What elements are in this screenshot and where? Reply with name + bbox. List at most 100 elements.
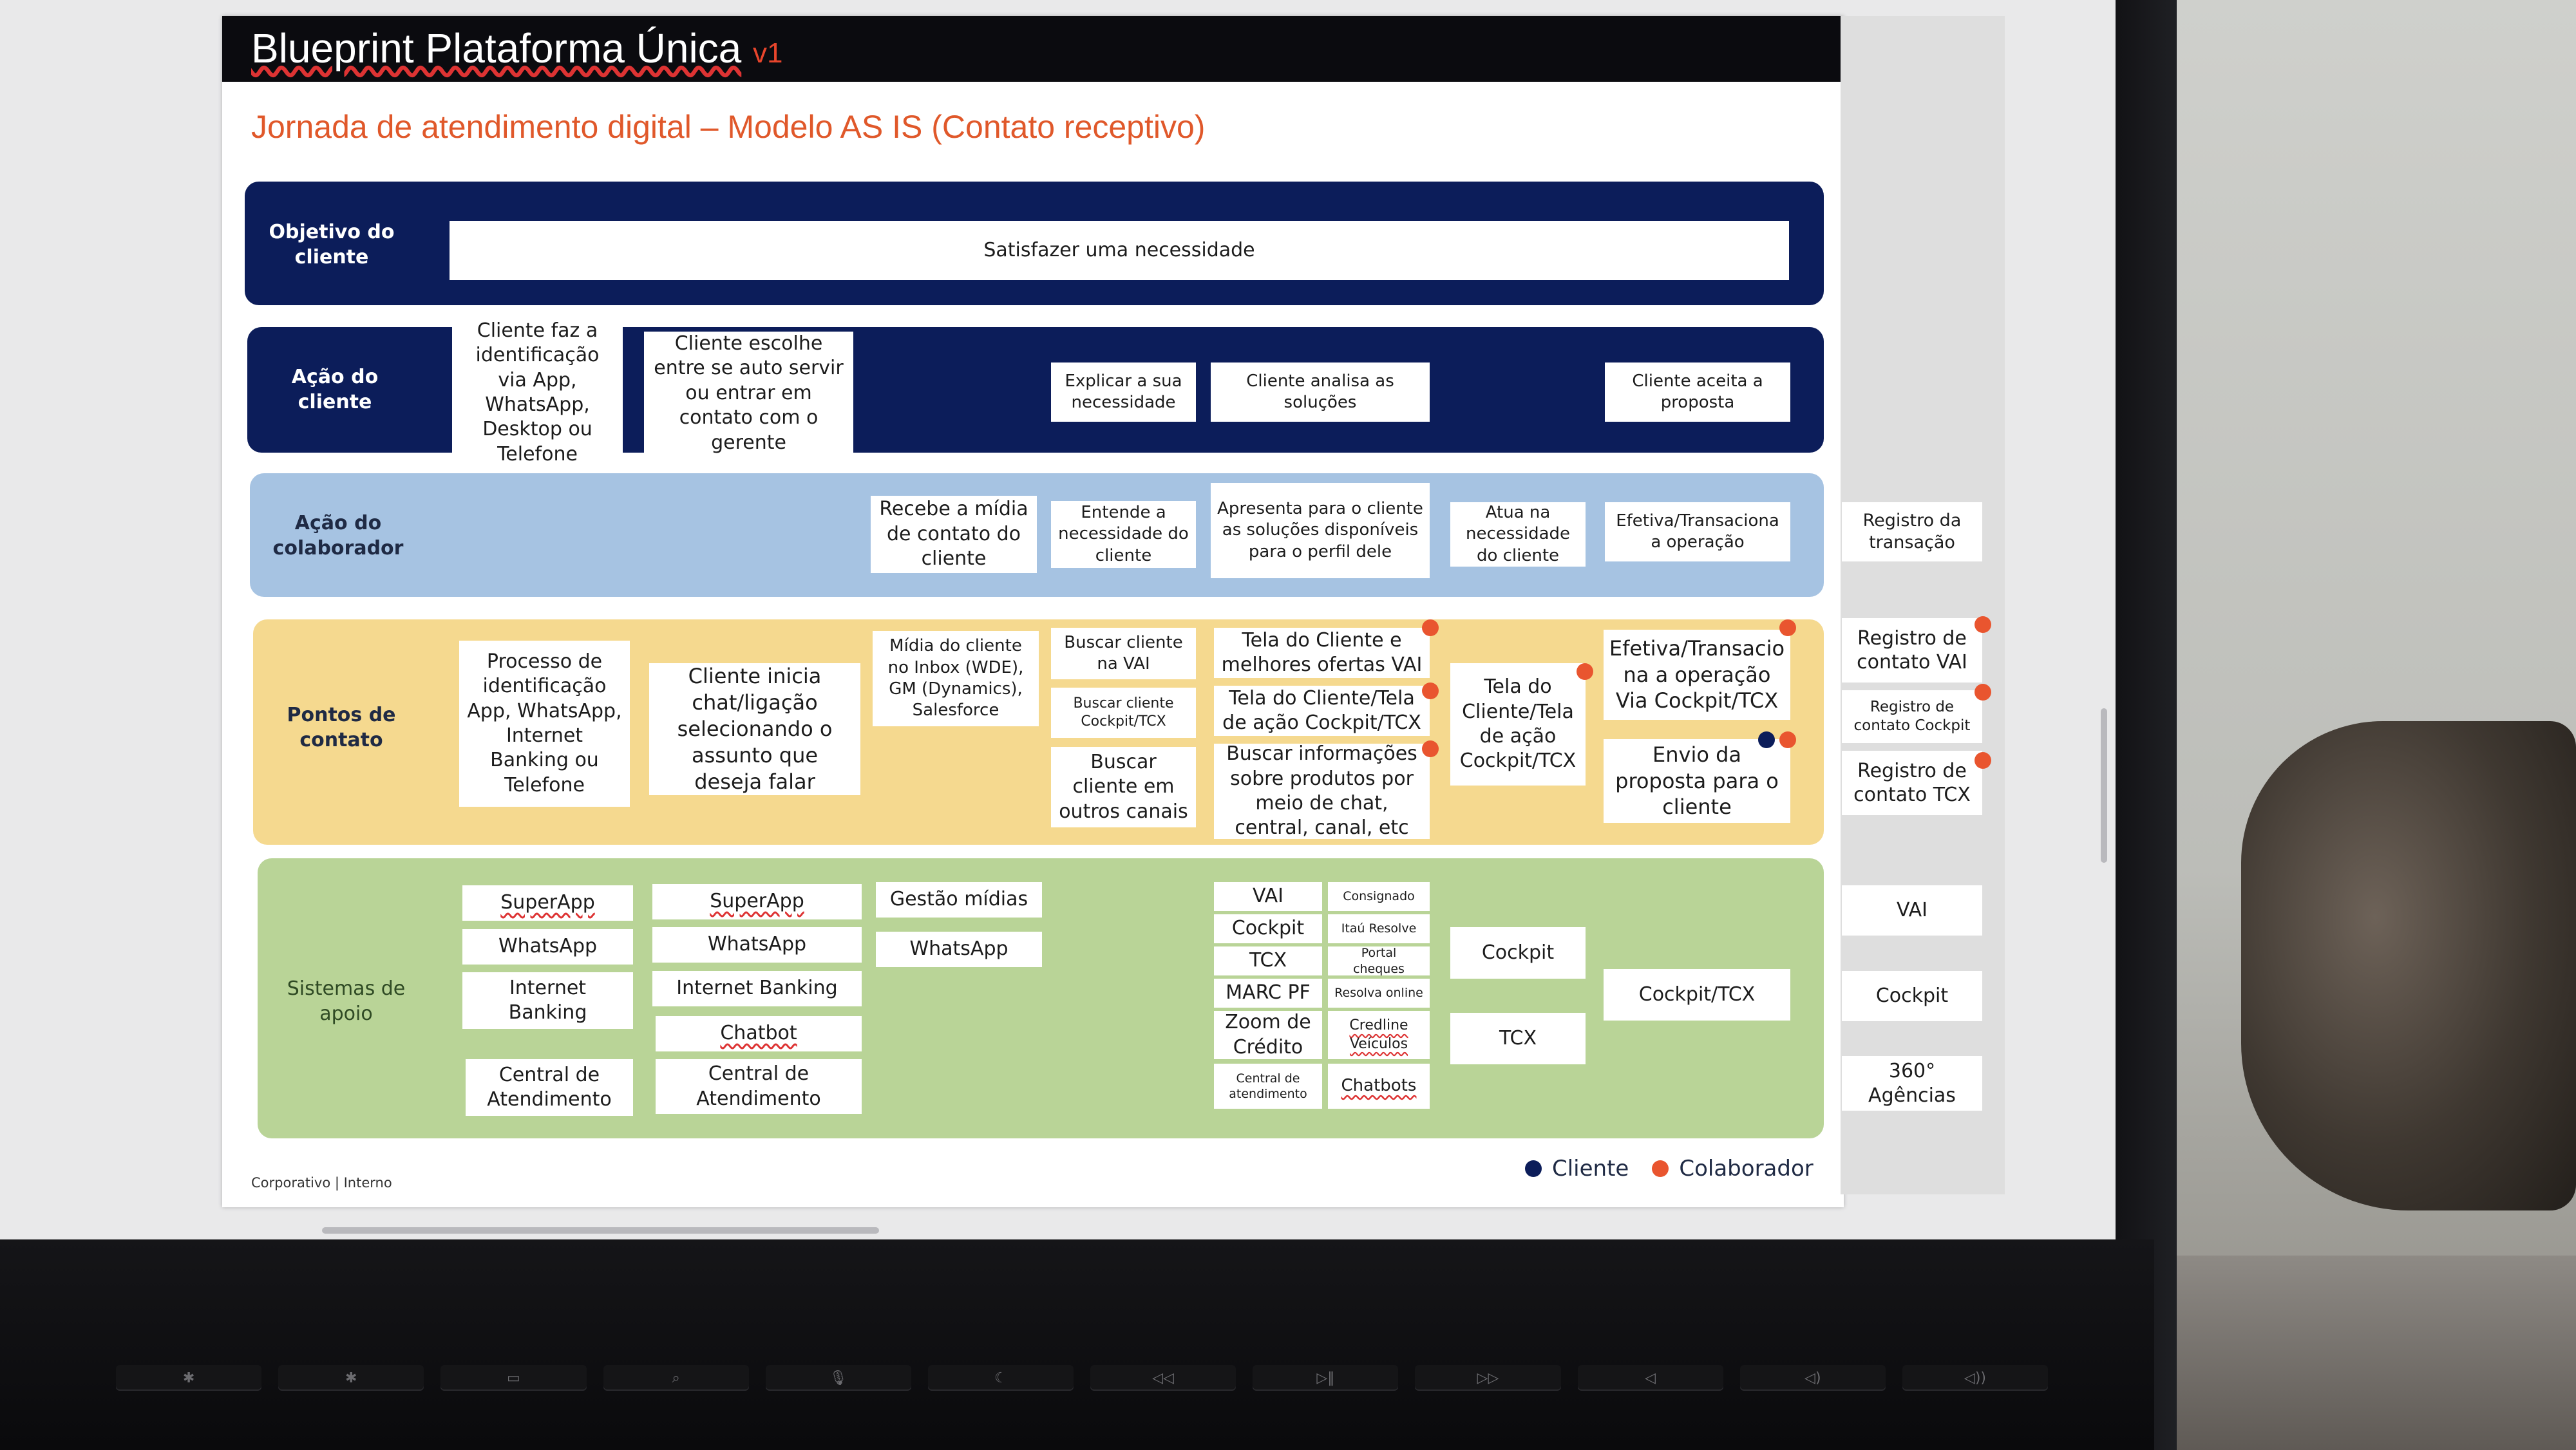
sistema-superapp-label: SuperApp [500,891,595,914]
sistema-central-atendimento-2[interactable]: Central de Atendimento [656,1059,862,1114]
sistema-cockpit-tcx[interactable]: Cockpit/TCX [1604,969,1790,1021]
sistema-cockpit-2[interactable]: Cockpit [1450,927,1586,979]
key[interactable]: ⌕ [603,1365,749,1391]
side-colaborador-marker [1975,616,1991,633]
key[interactable]: ✱ [116,1365,262,1391]
sistema-tcx[interactable]: TCX [1214,946,1322,975]
slide-footer: Corporativo | Interno [251,1175,392,1191]
colaborador-marker [1422,740,1439,757]
key[interactable]: ◁)) [1902,1365,2049,1391]
vertical-scrollbar[interactable] [2101,708,2107,863]
sistema-chatbots-label: Chatbots [1341,1076,1417,1096]
card-apresenta-solucoes[interactable]: Apresenta para o cliente as soluções dis… [1211,483,1430,578]
sistema-gestao-midias[interactable]: Gestão mídias [876,882,1042,918]
horizontal-scrollbar[interactable] [322,1227,879,1234]
row-label-objetivo: Objetivo do cliente [269,221,395,268]
sistema-superapp-2[interactable]: SuperApp [652,884,862,919]
card-tela-cliente-acao[interactable]: Tela do Cliente/Tela de ação Cockpit/TCX [1450,663,1586,786]
row-label-sistemas-apoio: Sistemas de apoio [287,977,406,1025]
card-cliente-analisa[interactable]: Cliente analisa as soluções [1211,362,1430,422]
key[interactable]: 🎙 [765,1365,911,1391]
key[interactable]: ◁◁ [1090,1365,1236,1391]
sistema-chatbots[interactable]: Chatbots [1328,1064,1430,1109]
sistema-internet-banking-2[interactable]: Internet Banking [652,971,862,1006]
sistema-tcx-2[interactable]: TCX [1450,1013,1586,1064]
sistema-whatsapp[interactable]: WhatsApp [462,929,633,965]
key[interactable]: ▷‖ [1253,1365,1399,1391]
side-registro-tcx[interactable]: Registro de contato TCX [1842,751,1982,815]
card-midia-inbox[interactable]: Mídia do cliente no Inbox (WDE), GM (Dyn… [873,631,1039,726]
key[interactable]: ▭ [440,1365,587,1391]
card-cliente-escolhe[interactable]: Cliente escolhe entre se auto servir ou … [644,332,853,455]
card-satisfazer[interactable]: Satisfazer uma necessidade [450,221,1789,280]
side-cockpit[interactable]: Cockpit [1842,971,1982,1021]
sistema-superapp[interactable]: SuperApp [462,885,633,921]
row-label-acao-colaborador: Ação do colaborador [272,512,404,560]
side-registro-transacao[interactable]: Registro da transação [1842,502,1982,561]
card-buscar-cockpit[interactable]: Buscar cliente Cockpit/TCX [1051,688,1196,738]
colaborador-marker [1577,663,1593,680]
row-label-pontos-contato: Pontos de contato [287,704,396,751]
colaborador-marker [1779,619,1796,636]
card-cliente-aceita[interactable]: Cliente aceita a proposta [1605,362,1790,422]
card-processo-identificacao[interactable]: Processo de identificação App, WhatsApp,… [459,641,630,807]
title-main: Blueprint Plataforma Única [251,25,742,71]
key[interactable]: ☾ [927,1365,1074,1391]
sistema-credline-veiculos-label: Credline Veículos [1349,1017,1408,1052]
row-label-acao-cliente: Ação do cliente [291,366,379,413]
sistema-superapp-2-label: SuperApp [710,890,804,913]
colaborador-marker [1422,619,1439,636]
card-cliente-identificacao[interactable]: Cliente faz a identificação via App, Wha… [452,319,623,466]
sistema-consignado[interactable]: Consignado [1328,882,1430,911]
slide-subtitle: Jornada de atendimento digital – Modelo … [251,109,1206,145]
sistema-zoom-credito[interactable]: Zoom de Crédito [1214,1011,1322,1059]
key[interactable]: ◁) [1739,1365,1886,1391]
legend-colaborador-dot [1652,1160,1669,1177]
sistema-credline-veiculos[interactable]: Credline Veículos [1328,1011,1430,1059]
key[interactable]: ▷▷ [1415,1365,1561,1391]
card-buscar-vai[interactable]: Buscar cliente na VAI [1051,628,1196,679]
cliente-marker [1758,731,1775,748]
key[interactable]: ◁ [1577,1365,1723,1391]
slide-title-bar [222,16,1844,82]
card-explicar-necessidade[interactable]: Explicar a sua necessidade [1051,362,1196,422]
legend-colaborador-label: Colaborador [1679,1156,1814,1182]
sistema-itau-resolve[interactable]: Itaú Resolve [1328,914,1430,943]
card-efetiva-transaciona[interactable]: Efetiva/Transaciona a operação [1605,502,1790,561]
sistema-portal-cheques[interactable]: Portal cheques [1328,946,1430,976]
side-colaborador-marker [1975,752,1991,769]
sistema-internet-banking[interactable]: Internet Banking [462,972,633,1029]
side-colaborador-marker [1975,684,1991,701]
sistema-vai[interactable]: VAI [1214,882,1322,911]
legend-cliente-dot [1525,1160,1542,1177]
key[interactable]: ✱ [278,1365,424,1391]
sistema-whatsapp-3[interactable]: WhatsApp [876,932,1042,967]
sistema-chatbot[interactable]: Chatbot [656,1016,862,1051]
side-vai[interactable]: VAI [1842,885,1982,936]
card-tela-acao-cockpit-tcx[interactable]: Tela do Cliente/Tela de ação Cockpit/TCX [1214,686,1430,736]
card-cliente-inicia-chat[interactable]: Cliente inicia chat/ligação selecionando… [649,663,860,795]
sistema-cockpit[interactable]: Cockpit [1214,914,1322,943]
side-360-agencias[interactable]: 360° Agências [1842,1056,1982,1111]
card-recebe-midia[interactable]: Recebe a mídia de contato do cliente [871,496,1037,573]
card-envio-proposta[interactable]: Envio da proposta para o cliente [1604,739,1790,823]
sistema-central-atendimento-3[interactable]: Central de atendimento [1214,1064,1322,1109]
sistema-whatsapp-2[interactable]: WhatsApp [652,927,862,963]
laptop-keyboard: ✱ ✱ ▭ ⌕ 🎙 ☾ ◁◁ ▷‖ ▷▷ ◁ ◁) ◁)) [0,1239,2154,1450]
card-efetiva-via-cockpit[interactable]: Efetiva/Transacio na a operação Via Cock… [1604,630,1790,720]
sistema-resolva-online[interactable]: Resolva online [1328,979,1430,1008]
card-atua-necessidade[interactable]: Atua na necessidade do cliente [1450,502,1586,567]
colaborador-marker [1779,731,1796,748]
background-table [2151,1256,2576,1450]
card-buscar-outros-canais[interactable]: Buscar cliente em outros canais [1051,747,1196,827]
sistema-central-atendimento[interactable]: Central de Atendimento [466,1059,633,1116]
slide-title: Blueprint Plataforma Única v1 [251,24,783,72]
background-fabric [2241,721,2576,1210]
card-buscar-informacoes[interactable]: Buscar informações sobre produtos por me… [1214,742,1430,839]
card-entende-necessidade[interactable]: Entende a necessidade do cliente [1051,501,1196,568]
side-registro-vai[interactable]: Registro de contato VAI [1842,618,1982,683]
side-registro-cockpit[interactable]: Registro de contato Cockpit [1842,690,1982,743]
card-tela-melhores-ofertas[interactable]: Tela do Cliente e melhores ofertas VAI [1214,628,1430,678]
laptop-bezel [2116,0,2177,1450]
sistema-marc-pf[interactable]: MARC PF [1214,979,1322,1008]
